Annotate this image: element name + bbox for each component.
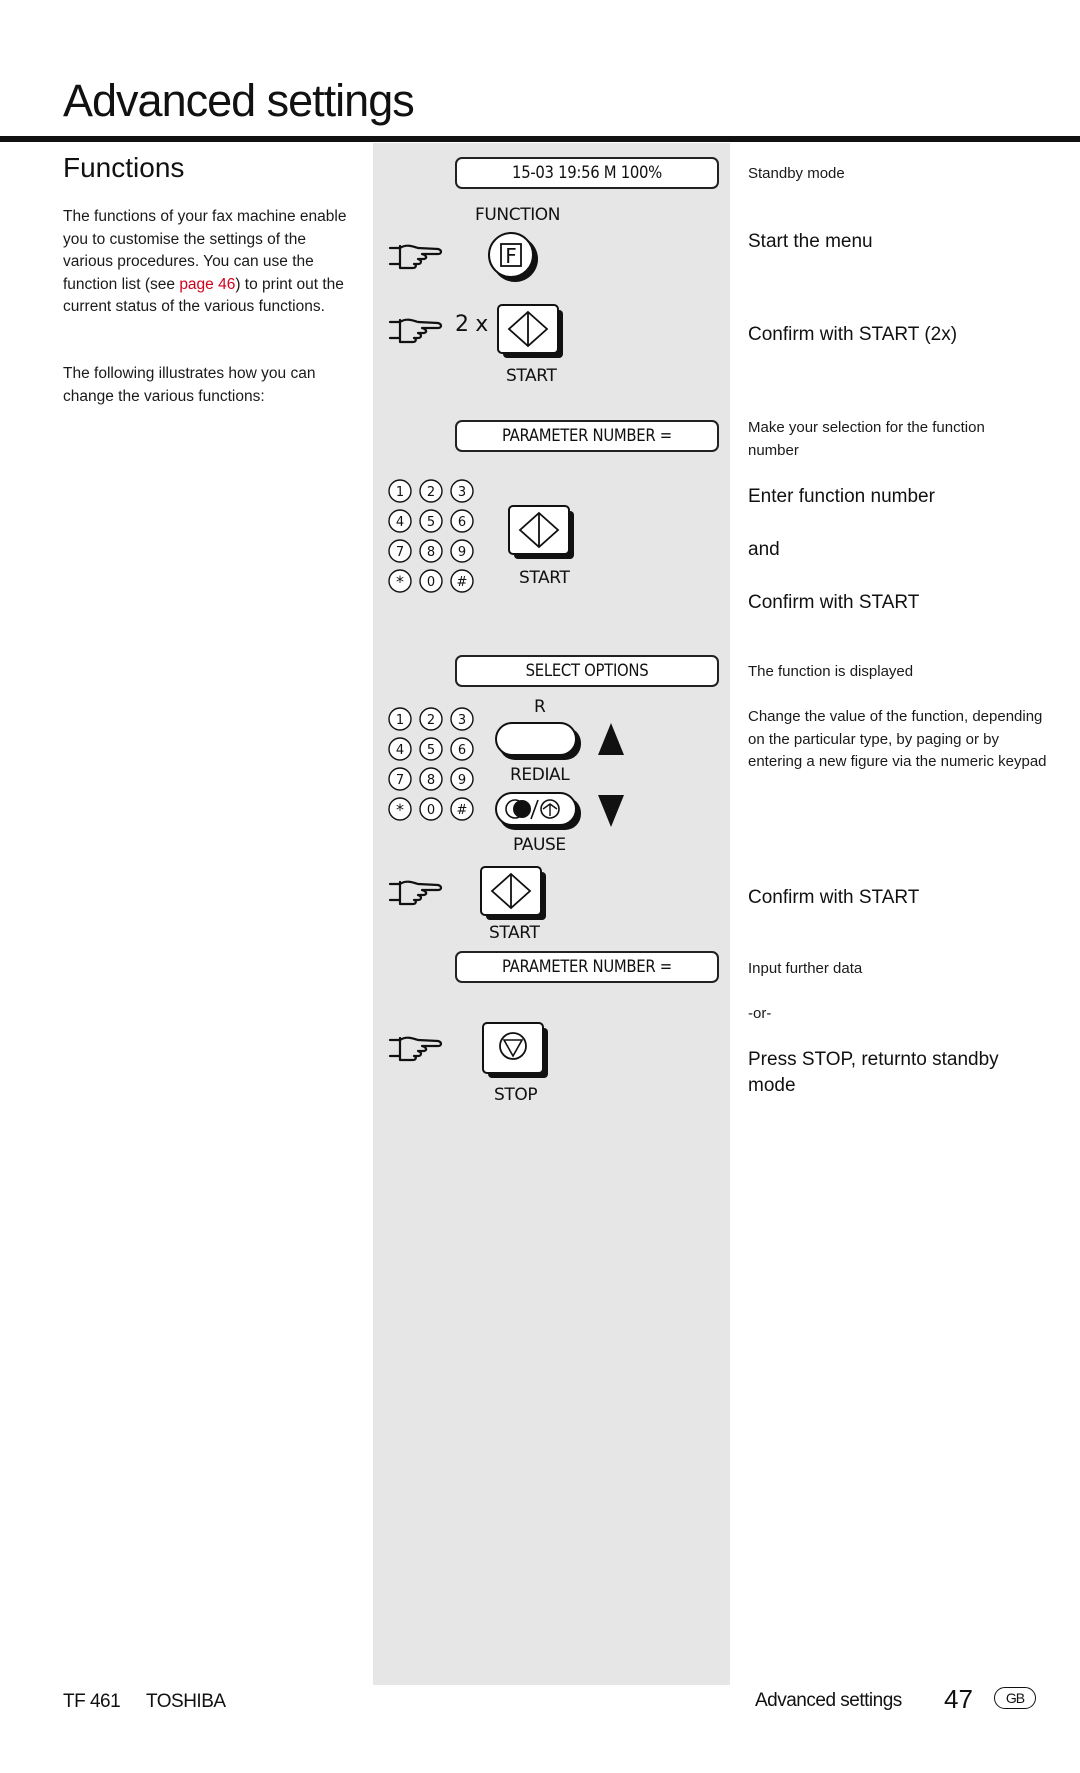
hand-pointer-icon — [388, 318, 443, 344]
times-label: 2 x — [455, 312, 488, 337]
svg-text:1: 1 — [396, 713, 404, 728]
start-key-icon[interactable] — [497, 304, 565, 360]
stop-key-icon[interactable] — [482, 1022, 550, 1080]
svg-text:*: * — [396, 572, 404, 591]
svg-text:*: * — [396, 800, 404, 819]
svg-text:2: 2 — [427, 713, 435, 728]
lcd-display-select-options: SELECT OPTIONS — [455, 655, 719, 687]
country-badge: GB — [994, 1687, 1036, 1709]
page-title: Advanced settings — [63, 75, 415, 126]
svg-text:6: 6 — [458, 743, 466, 758]
hand-pointer-icon — [388, 880, 443, 906]
confirm-start-2x-text: Confirm with START (2x) — [748, 324, 958, 345]
r-label: R — [534, 697, 546, 717]
footer-section: Advanced settings — [755, 1690, 902, 1711]
redial-key-icon[interactable] — [495, 722, 583, 762]
standby-mode-text: Standby mode — [748, 165, 845, 182]
function-label: FUNCTION — [475, 205, 561, 225]
start-key-icon[interactable] — [480, 866, 548, 922]
confirm-start-text-2: Confirm with START — [748, 887, 920, 908]
svg-text:4: 4 — [396, 515, 404, 530]
intro-text-end: ) to print out the current status of the… — [63, 275, 344, 316]
illustration-panel — [373, 143, 730, 1685]
intro-paragraph-1: The functions of your fax machine enable… — [63, 206, 358, 319]
press-stop-text: Press STOP, returnto standby mode — [748, 1049, 999, 1096]
keypad-icon[interactable]: 1 2 3 4 5 6 7 8 9 * 0 # — [388, 477, 480, 597]
keypad-icon[interactable]: 1 2 3 4 5 6 7 8 9 * 0 # — [388, 705, 480, 825]
hand-pointer-icon — [388, 1036, 443, 1062]
svg-text:6: 6 — [458, 515, 466, 530]
intro-text: The functions of your fax machine enable… — [63, 208, 347, 293]
svg-text:9: 9 — [458, 545, 466, 560]
svg-text:5: 5 — [427, 515, 435, 530]
start-label: START — [519, 568, 570, 588]
enter-function-text: Enter function number — [748, 486, 935, 507]
svg-text:3: 3 — [458, 713, 466, 728]
redial-label: REDIAL — [510, 765, 570, 785]
function-key-icon[interactable]: F — [488, 232, 540, 284]
page-link[interactable]: page 46 — [179, 275, 236, 293]
lcd-display-standby: 15-03 19:56 M 100% — [455, 157, 719, 189]
stop-label: STOP — [494, 1085, 538, 1105]
pause-label: PAUSE — [513, 835, 566, 855]
svg-text:2: 2 — [427, 485, 435, 500]
svg-text:#: # — [457, 803, 468, 818]
svg-text:7: 7 — [396, 773, 404, 788]
footer-page-number: 47 — [944, 1684, 973, 1714]
start-menu-text: Start the menu — [748, 231, 873, 252]
svg-text:0: 0 — [427, 575, 435, 590]
svg-text:9: 9 — [458, 773, 466, 788]
confirm-start-text: Confirm with START — [748, 592, 920, 613]
pause-key-icon[interactable] — [495, 792, 583, 832]
svg-text:4: 4 — [396, 743, 404, 758]
lcd-display-parameter-2: PARAMETER NUMBER = — [455, 951, 719, 983]
svg-text:1: 1 — [396, 485, 404, 500]
change-value-text: Change the value of the function, depend… — [748, 708, 1047, 770]
make-selection-text: Make your selection for the function num… — [748, 419, 985, 459]
hand-pointer-icon — [388, 244, 443, 270]
start-label: START — [506, 366, 557, 386]
footer-model: TF 461 — [63, 1691, 121, 1712]
start-label: START — [489, 923, 540, 943]
svg-text:#: # — [457, 575, 468, 590]
title-rule — [0, 136, 1080, 142]
start-key-icon[interactable] — [508, 505, 576, 561]
lcd-display-parameter: PARAMETER NUMBER = — [455, 420, 719, 452]
and-text: and — [748, 539, 780, 560]
svg-text:0: 0 — [427, 803, 435, 818]
section-heading: Functions — [63, 152, 185, 183]
or-text: -or- — [748, 1005, 772, 1022]
svg-text:8: 8 — [427, 773, 435, 788]
svg-text:7: 7 — [396, 545, 404, 560]
intro-paragraph-2: The following illustrates how you can ch… — [63, 365, 316, 405]
svg-text:5: 5 — [427, 743, 435, 758]
svg-text:8: 8 — [427, 545, 435, 560]
function-key-letter: F — [505, 244, 517, 268]
footer-brand: TOSHIBA — [146, 1691, 226, 1712]
arrow-up-icon[interactable] — [597, 722, 625, 756]
input-further-text: Input further data — [748, 960, 863, 977]
function-displayed-text: The function is displayed — [748, 663, 914, 680]
svg-text:3: 3 — [458, 485, 466, 500]
arrow-down-icon[interactable] — [597, 794, 625, 828]
